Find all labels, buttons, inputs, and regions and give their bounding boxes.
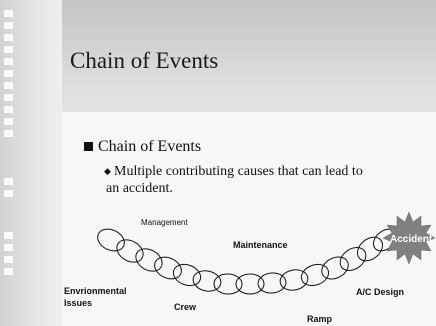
chain-link — [300, 263, 330, 287]
chain-link — [279, 269, 309, 291]
accident-starburst-icon — [382, 211, 436, 265]
chain-link — [135, 248, 163, 272]
decorative-square — [4, 10, 13, 17]
label-environmental: Envrionmental Issues — [64, 285, 140, 309]
chain-links — [97, 228, 398, 295]
decorative-square — [4, 22, 13, 29]
decorative-square — [4, 244, 13, 251]
bullet-level2: ◆ Multiple contributing causes that can … — [104, 163, 376, 197]
decorative-square — [4, 130, 13, 137]
chain-link — [97, 228, 125, 252]
label-maintenance: Maintenance — [233, 240, 288, 250]
decorative-square — [4, 34, 13, 41]
title-band — [62, 0, 436, 112]
chain-link — [257, 272, 287, 294]
bullet-level2-text: Multiple contributing causes that can le… — [106, 164, 363, 196]
label-management: Management — [141, 218, 188, 227]
decorative-square — [4, 190, 13, 197]
label-environmental-text: Envrionmental Issues — [64, 286, 127, 308]
decorative-square — [4, 268, 13, 275]
chain-link — [172, 263, 202, 287]
decorative-square — [4, 70, 13, 77]
label-crew: Crew — [174, 302, 197, 312]
decorative-square — [4, 94, 13, 101]
slide-title: Chain of Events — [70, 48, 219, 73]
bullet-level1: Chain of Events — [84, 138, 201, 156]
decorative-square — [4, 232, 13, 239]
chain-link — [356, 236, 384, 262]
square-bullet-icon — [84, 142, 93, 151]
label-accident: Accident — [390, 234, 433, 245]
label-ac-design: A/C Design — [356, 287, 405, 297]
decorative-square — [4, 118, 13, 125]
chain-link — [235, 273, 265, 295]
bullet-level1-text: Chain of Events — [98, 138, 202, 155]
diamond-bullet-icon: ◆ — [104, 166, 111, 176]
chain-link — [192, 270, 222, 292]
chain-link — [213, 273, 243, 295]
decorative-square — [4, 178, 13, 185]
chain-link — [321, 256, 349, 280]
decorative-square — [4, 256, 13, 263]
chain-link — [154, 256, 182, 280]
decorative-square — [4, 58, 13, 65]
decorative-square — [4, 106, 13, 113]
decorative-square — [4, 46, 13, 53]
chain-link — [116, 239, 144, 263]
content-area — [62, 112, 436, 326]
label-ramp: Ramp — [307, 314, 333, 324]
chain-link — [339, 247, 367, 271]
decorative-left-strip — [0, 0, 62, 326]
decorative-square — [4, 82, 13, 89]
